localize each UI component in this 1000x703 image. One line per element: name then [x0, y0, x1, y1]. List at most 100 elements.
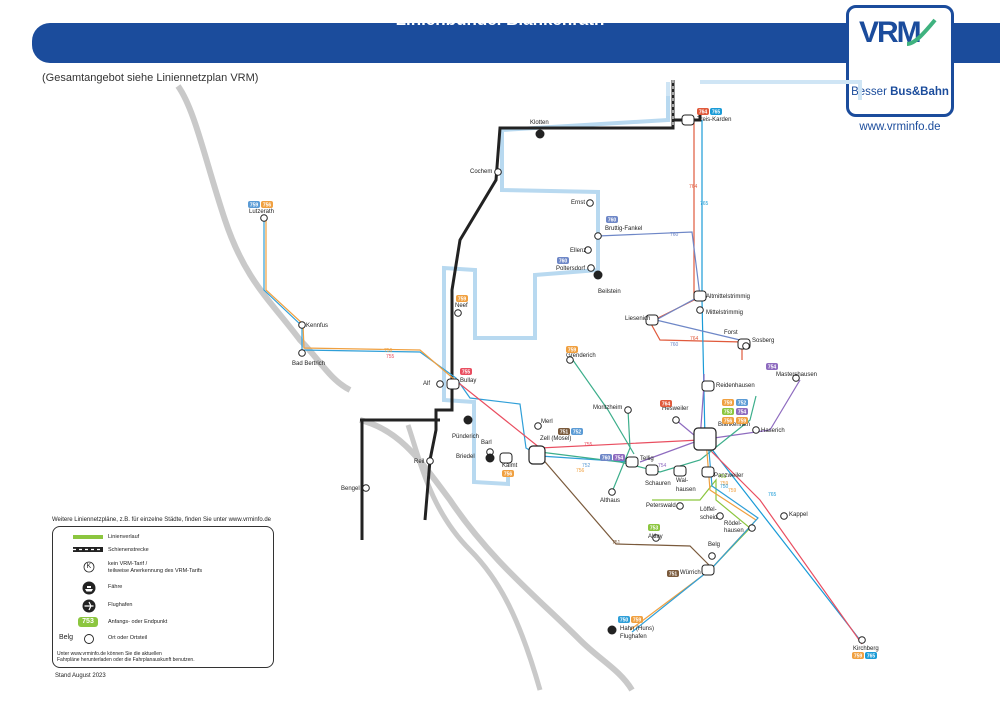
stop-label: Neef: [455, 303, 468, 309]
stop-label: Blankenrath: [718, 422, 750, 428]
vrm-url-link[interactable]: www.vrminfo.de: [859, 121, 941, 133]
line-badge: [571, 428, 583, 435]
stop-label: Reil: [414, 459, 424, 465]
line-badge: [736, 408, 748, 415]
line-badge-label: 756: [263, 203, 272, 209]
legend-line-label: Linienverlauf: [108, 534, 140, 540]
line-badge-label: 760: [608, 218, 617, 224]
stop-label: Tellig: [640, 456, 654, 462]
line-badge-label: 752: [738, 401, 747, 407]
segment-line-label: 750: [720, 484, 729, 490]
stop-label: Hahn (Huns): [620, 626, 654, 632]
terminus-badge: 753: [78, 617, 98, 627]
route-line-gren: [569, 355, 635, 455]
segment-line-label: 764: [690, 336, 699, 342]
route-line-756: [265, 218, 456, 381]
stop-label: scheid: [700, 515, 717, 521]
stop-label: Kappel: [789, 512, 808, 518]
legend-note-2: Fahrpläne herunterladen oder die Fahrpla…: [57, 657, 195, 663]
legend-k-label-1: kein VRM-Tarif /: [108, 561, 148, 567]
segment-line-label: 760: [670, 232, 679, 238]
segment-line-label: 764: [689, 184, 698, 190]
line-badge: [852, 652, 864, 659]
stop-label: hausen: [724, 528, 744, 534]
stand-date: Stand August 2023: [55, 673, 106, 679]
stop-label: Althaus: [600, 498, 620, 504]
route-line-751: [539, 455, 711, 567]
line-badge: [502, 470, 514, 477]
moselle-river: [442, 96, 670, 487]
stop-marker: [742, 342, 750, 350]
line-badge: [722, 408, 734, 415]
vrm-logo[interactable]: VRM Besser Bus&Bahn: [846, 5, 954, 117]
stop-marker: [624, 406, 632, 414]
line-badge: [736, 417, 748, 424]
stop-label: Grenderich: [566, 353, 596, 359]
hub-marker: [693, 290, 707, 302]
stop-label: Beilstein: [598, 289, 621, 295]
route-line-760: [597, 231, 741, 341]
line-badge-label: 750: [620, 618, 629, 624]
k-tariff-icon: [83, 561, 95, 573]
line-badge-label: 759: [633, 618, 642, 624]
line-badge: [600, 454, 612, 461]
stop-label: Kirchberg: [853, 646, 879, 652]
airport-icon: [82, 599, 96, 613]
line-badge: [631, 616, 643, 623]
legend-note-1: Unter www.vrminfo.de können Sie die aktu…: [57, 651, 162, 657]
route-line-764: [649, 120, 743, 360]
stop-label: Würrich: [680, 570, 701, 576]
stop-label: Bullay: [460, 378, 476, 384]
line-badge: [766, 363, 778, 370]
stop-label: Altmittelstrimmig: [706, 294, 750, 300]
line-badge: [460, 368, 472, 375]
hub-marker: [645, 314, 659, 326]
stop-marker: [436, 380, 444, 388]
rail-line: [423, 80, 675, 521]
segment-line-label: 760: [670, 342, 679, 348]
line-badge-label: 753: [650, 526, 659, 532]
line-badge: [261, 201, 273, 208]
line-badge-label: 765: [712, 110, 721, 116]
line-badge-label: 759: [458, 297, 467, 303]
ferry-icon: [593, 270, 603, 280]
legend-terminus-label: Anfangs- oder Endpunkt: [108, 619, 168, 625]
line-badge-label: 759: [854, 654, 863, 660]
stop-marker: [534, 422, 542, 430]
header-banner: [32, 23, 1000, 63]
stop-marker: [652, 534, 660, 542]
line-badge: [722, 399, 734, 406]
line-badge-label: 760: [602, 456, 611, 462]
legend-ferry-label: Fähre: [108, 584, 123, 590]
segment-line-label: 754: [658, 463, 667, 469]
line-badge-label: 752: [573, 430, 582, 436]
state-border: [175, 84, 352, 393]
stop-label: Schauren: [645, 481, 671, 487]
stop-marker: [676, 502, 684, 510]
stop-label: Zell (Mosel): [540, 436, 571, 442]
slogan-bold: Bus&Bahn: [890, 86, 949, 98]
map-base: [175, 80, 862, 692]
hub-marker: [673, 465, 687, 477]
stop-marker: [566, 356, 574, 364]
line-badge: [558, 428, 570, 435]
segment-line-label: 765: [768, 492, 777, 498]
stop-label: Briedel: [456, 454, 475, 460]
stop-marker: [594, 232, 602, 240]
stop-label: Panzweiler: [714, 473, 743, 479]
bus-lines: [263, 120, 863, 645]
stop-label: Barl: [481, 440, 492, 446]
stop-example: Belg: [59, 634, 74, 641]
segment-labels-layer: 7647657607567557647607557527567517547597…: [384, 184, 777, 546]
segment-line-label: 756: [384, 348, 393, 354]
stop-label: Sosberg: [752, 338, 774, 344]
stop-icon: [84, 634, 94, 644]
line-badge-label: 754: [738, 410, 747, 416]
stop-marker: [748, 524, 756, 532]
hub-marker: [645, 464, 659, 476]
line-badge-label: 759: [724, 401, 733, 407]
route-line-753: [652, 478, 751, 571]
line-badge-label: 759: [250, 203, 259, 209]
